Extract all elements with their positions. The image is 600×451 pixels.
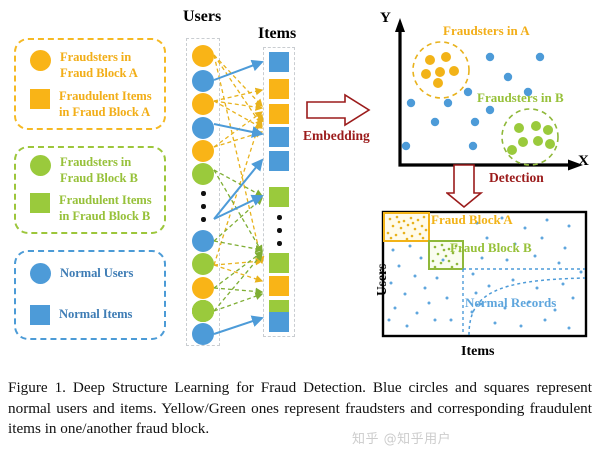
square-swatch-icon xyxy=(30,305,50,325)
item-node-normal[interactable] xyxy=(269,151,289,171)
square-swatch-icon xyxy=(30,193,50,213)
user-node-fraudster-a[interactable] xyxy=(192,93,214,115)
detection-y-axis-label: Users xyxy=(374,263,389,296)
fraud-block-a-label: Fraud Block A xyxy=(431,212,513,227)
normal-records-label: Normal Records xyxy=(465,295,557,310)
item-node-fraud-b[interactable] xyxy=(269,187,289,207)
user-node-fraudster-a[interactable] xyxy=(192,140,214,162)
legend-row-fraudsters-b: Fraudsters in Fraud Block B xyxy=(30,155,160,186)
y-axis-label: Y xyxy=(380,10,391,26)
ellipsis-dot-icon xyxy=(201,217,206,222)
embedding-label: Embedding xyxy=(303,128,370,143)
item-node-normal[interactable] xyxy=(269,127,289,147)
user-node-fraudster-a[interactable] xyxy=(192,45,214,67)
legend-box-normal xyxy=(14,250,166,340)
ellipsis-dot-icon xyxy=(277,241,282,246)
ellipsis-dot-icon xyxy=(201,191,206,196)
user-node-normal[interactable] xyxy=(192,117,214,139)
legend-label: Normal Items xyxy=(59,307,133,322)
item-node-fraud-a[interactable] xyxy=(269,276,289,296)
item-node-normal[interactable] xyxy=(269,52,289,72)
x-axis-label: X xyxy=(578,153,589,169)
detection-label: Detection xyxy=(489,170,544,185)
legend-row-fraudsters-a: Fraudsters in Fraud Block A xyxy=(30,50,160,81)
item-node-fraud-a[interactable] xyxy=(269,104,289,124)
circle-swatch-icon xyxy=(30,263,51,284)
detection-x-axis-label: Items xyxy=(461,344,495,359)
user-node-fraudster-b[interactable] xyxy=(192,253,214,275)
cluster-b-label: Fraudsters in B xyxy=(477,90,564,105)
legend-row-normal-users: Normal Users xyxy=(30,263,162,284)
user-node-fraudster-b-12[interactable] xyxy=(192,300,214,322)
legend-label: Normal Users xyxy=(60,265,134,280)
user-node-normal[interactable] xyxy=(192,230,214,252)
legend-box-fraud-block-a xyxy=(14,38,166,130)
user-node-fraudster-a[interactable] xyxy=(192,277,214,299)
ellipsis-dot-icon xyxy=(277,228,282,233)
circle-swatch-icon xyxy=(30,155,51,176)
circle-swatch-icon xyxy=(30,50,51,71)
legend-label: Fraudsters in Fraud Block A xyxy=(60,50,138,80)
legend-label: Fraudulent Items in Fraud Block A xyxy=(59,89,152,119)
legend-row-fraudulent-items-b: Fraudulent Items in Fraud Block B xyxy=(30,193,162,224)
user-node-fraudster-b[interactable] xyxy=(192,163,214,185)
fraud-block-b-label: Fraud Block B xyxy=(450,240,532,255)
ellipsis-dot-icon xyxy=(277,215,282,220)
embedding-arrow-icon xyxy=(306,93,371,127)
figure-caption: Figure 1. Deep Structure Learning for Fr… xyxy=(8,379,592,437)
watermark: 知乎 @知乎用户 xyxy=(352,432,452,447)
legend-row-fraudulent-items-a: Fraudulent Items in Fraud Block A xyxy=(30,89,162,120)
legend-box-fraud-block-b xyxy=(14,146,166,234)
legend-label: Fraudulent Items in Fraud Block B xyxy=(59,193,152,223)
square-swatch-icon xyxy=(30,89,50,109)
detection-arrow-icon xyxy=(446,164,484,209)
cluster-a-label: Fraudsters in A xyxy=(443,23,530,38)
legend-row-normal-items: Normal Items xyxy=(30,305,162,325)
user-node-normal[interactable] xyxy=(192,70,214,92)
items-column-title: Items xyxy=(258,25,297,42)
embedding-plot xyxy=(395,18,583,171)
ellipsis-dot-icon xyxy=(201,204,206,209)
user-node-normal[interactable] xyxy=(192,323,214,345)
legend-label: Fraudsters in Fraud Block B xyxy=(60,155,138,185)
item-node-normal[interactable] xyxy=(269,312,289,332)
item-node-fraud-a[interactable] xyxy=(269,79,289,99)
item-node-fraud-b[interactable] xyxy=(269,253,289,273)
detection-plot xyxy=(381,210,588,338)
users-column-title: Users xyxy=(183,8,222,25)
